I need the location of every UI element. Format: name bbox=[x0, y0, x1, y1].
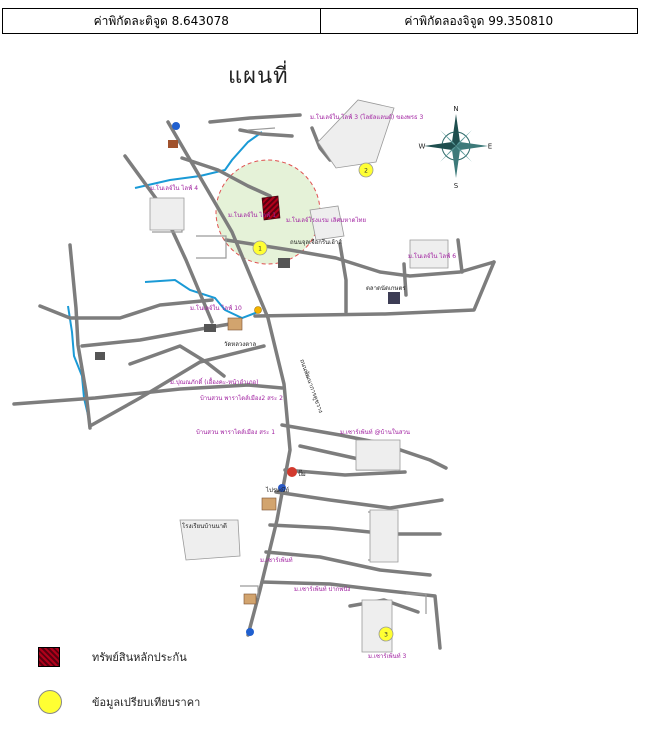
label-village-center: ม.โนเลจ์โรงแรม เลิศมหาดไทย bbox=[286, 216, 366, 224]
label-post: ไปรษณีย์ bbox=[265, 486, 289, 494]
legend-item-comparison: ข้อมูลเปรียบเทียบราคา bbox=[38, 690, 200, 714]
collateral-swatch bbox=[38, 647, 60, 667]
comparison-marker-3-label: 3 bbox=[384, 632, 388, 639]
label-phitthaya-low: ม.เซาร์เพ้นท์ ปากพนัง bbox=[294, 585, 350, 593]
building-icons bbox=[95, 140, 400, 605]
label-village-1: ม.โนเลจ์ใน ไลฟ์ 1 bbox=[228, 211, 276, 219]
label-village-6: ม.โนเลจ์ใน ไลฟ์ 6 bbox=[408, 252, 456, 260]
label-phitthaya-mid: ม.เซาร์เพ้นท์ bbox=[260, 556, 293, 564]
legend-comparison-label: ข้อมูลเปรียบเทียบราคา bbox=[92, 696, 201, 709]
compass-west-label: W bbox=[419, 143, 426, 151]
label-ban-suan-2: บ้านสวน พาราไดส์เมือง2 สระ 2 bbox=[200, 394, 283, 402]
village-blocks bbox=[149, 99, 449, 653]
legend-collateral-label: ทรัพย์สินหลักประกัน bbox=[92, 651, 187, 664]
label-gas: ปั๊ม bbox=[298, 469, 306, 478]
legend-item-collateral: ทรัพย์สินหลักประกัน bbox=[38, 647, 187, 667]
compass-north-label: N bbox=[453, 105, 458, 113]
longitude-cell: ค่าพิกัดลองจิจูด 99.350810 bbox=[319, 9, 638, 33]
compass-south-label: S bbox=[454, 182, 459, 190]
label-school: โรงเรียนบ้านนาดี bbox=[182, 522, 227, 530]
roads bbox=[12, 113, 496, 650]
poi-pins bbox=[172, 122, 297, 636]
map-title: แผนที่ bbox=[228, 64, 289, 89]
longitude-label: ค่าพิกัดลองจิจูด 99.350810 bbox=[404, 13, 554, 28]
label-market: ตลาดนัดเกษตร bbox=[366, 285, 406, 292]
comparison-marker-3: 3 bbox=[378, 626, 394, 642]
label-road-main: ถนนพัฒนาการคูขวาง bbox=[298, 358, 324, 414]
compass-rose: N S E W bbox=[419, 105, 493, 190]
comparison-marker-2: 2 bbox=[358, 162, 374, 178]
label-ban-suan-1: บ้านสวน พาราไดส์เมือง สระ 1 bbox=[196, 428, 275, 436]
label-phitthaya-top: ม.เซาร์เพ้นท์ @บ้านในสวน bbox=[340, 428, 410, 436]
comparison-marker-1: 1 bbox=[252, 240, 268, 256]
latitude-label: ค่าพิกัดละติจูด 8.643078 bbox=[93, 13, 229, 28]
comparison-swatch bbox=[38, 690, 62, 714]
label-pumpanya-1: ม.ปุณณภักดิ์ (เอื้องคะ-หน้าอำเภอ) bbox=[170, 376, 258, 386]
latitude-cell: ค่าพิกัดละติจูด 8.643078 bbox=[3, 9, 320, 33]
label-village-4: ม.โนเลจ์ใน ไลฟ์ 4 bbox=[150, 184, 198, 192]
compass-east-label: E bbox=[488, 143, 492, 151]
coordinate-bar: ค่าพิกัดละติจูด 8.643078 ค่าพิกัดลองจิจู… bbox=[2, 8, 638, 34]
label-phitthaya-3: ม.เซาร์เพ้นท์ 3 bbox=[368, 652, 407, 660]
collateral-marker bbox=[261, 195, 281, 221]
label-village-3-top: ม.โนเลจ์ใน ไลฟ์ 3 (โลยัลแลนด์) ของพรธ 3 bbox=[310, 113, 424, 121]
comparison-marker-2-label: 2 bbox=[364, 168, 368, 175]
label-village-10: ม.โนเลจ์ใน ไลฟ์ 10 bbox=[190, 304, 242, 312]
comparison-marker-1-label: 1 bbox=[258, 246, 262, 253]
label-temple: วัดหลวงตาล bbox=[224, 341, 256, 348]
label-road-east: ถนนจุลเจือกรีนเฮ้าส์ bbox=[290, 238, 342, 246]
